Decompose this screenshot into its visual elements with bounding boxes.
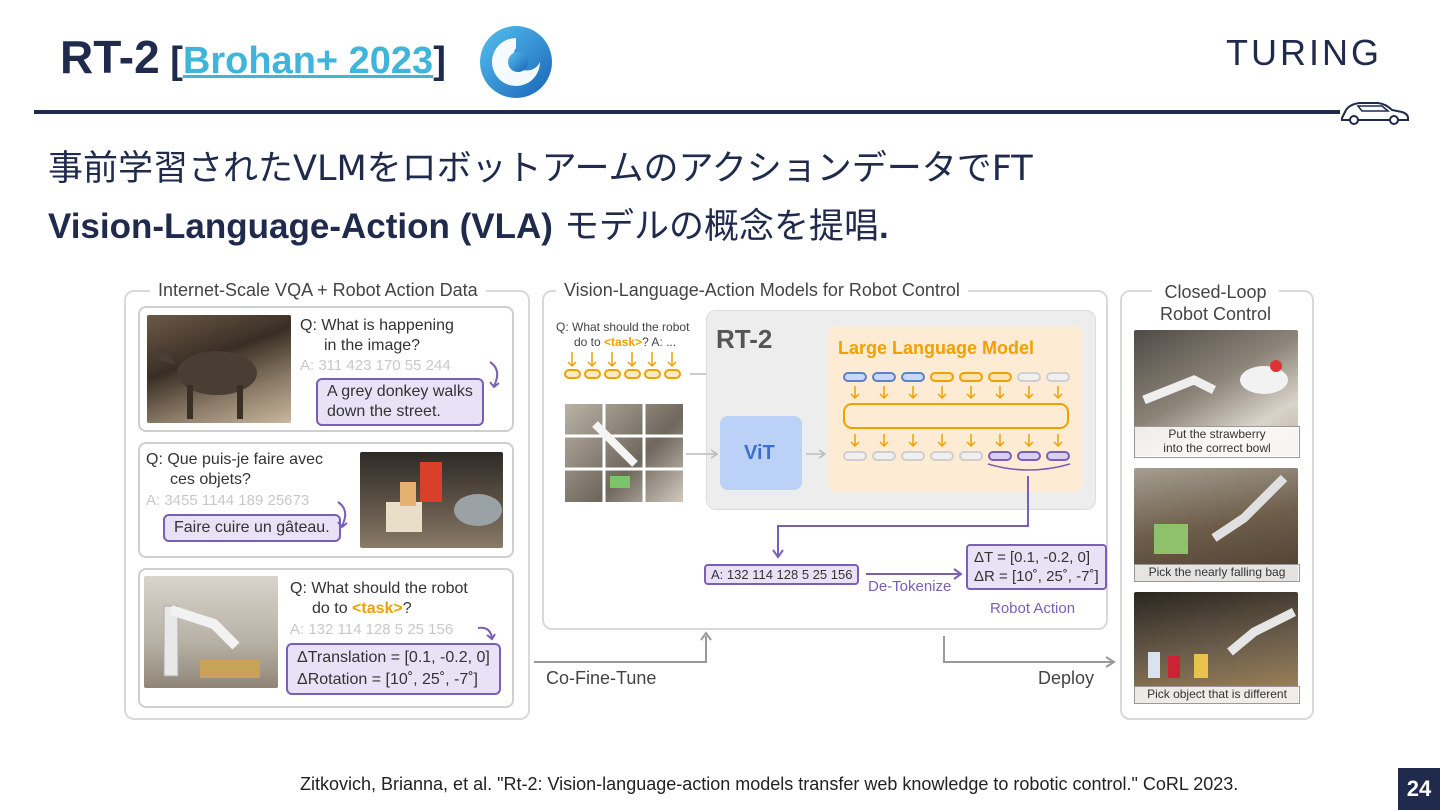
- vit-box: [720, 416, 802, 490]
- line2-rest: モデルの概念を提唱: [552, 207, 880, 247]
- prompt-pre: do to: [574, 335, 605, 349]
- q-french-2: ces objets?: [170, 471, 251, 488]
- openai-style-logo-icon: [480, 26, 552, 98]
- answer-bubble-1: A grey donkey walks down the street.: [316, 378, 484, 426]
- caption-different: Pick object that is different: [1134, 686, 1300, 704]
- bubble3-line2: ΔRotation = [10˚, 25˚, -7˚]: [297, 671, 478, 688]
- right-title-2: Robot Control: [1160, 304, 1272, 324]
- vla-term: Vision-Language-Action (VLA): [48, 207, 553, 246]
- slide-title: RT-2 [Brohan+ 2023]: [60, 30, 446, 84]
- line2-end: .: [879, 207, 889, 246]
- bullet-line-2: Vision-Language-Action (VLA) モデルの概念を提唱.: [48, 198, 889, 249]
- reference: [Brohan+ 2023]: [160, 40, 446, 82]
- page-number: 24: [1398, 768, 1440, 810]
- middle-panel-title: Vision-Language-Action Models for Robot …: [556, 280, 968, 301]
- vit-label: ViT: [744, 442, 775, 464]
- q-english-1: Q: What is happening: [300, 317, 454, 334]
- flow-arrows: [534, 631, 1116, 668]
- citation: Zitkovich, Brianna, et al. "Rt-2: Vision…: [300, 774, 1239, 794]
- task-token: <task>: [352, 600, 403, 617]
- prompt-line-1: Q: What should the robot: [556, 320, 690, 334]
- turing-logo: TURING: [1226, 32, 1382, 73]
- right-title-1: Closed-Loop: [1164, 282, 1267, 302]
- answer-bubble-3: ΔTranslation = [0.1, -0.2, 0] ΔRotation =…: [286, 643, 501, 695]
- action-rotation: ΔR = [10˚, 25˚, -7˚]: [974, 568, 1099, 585]
- answer-bubble-2: Faire cuire un gâteau.: [163, 514, 341, 542]
- answer-tokens-2: A: 3455 1144 189 25673: [146, 492, 310, 509]
- action-tokens: A: 132 114 128 5 25 156: [704, 564, 860, 585]
- detokenize-label: De-Tokenize: [868, 578, 952, 595]
- reference-link[interactable]: Brohan+ 2023: [182, 40, 434, 82]
- answer-tokens-3: A: 132 114 128 5 25 156: [290, 621, 454, 638]
- title-text: RT-2: [60, 31, 160, 83]
- deploy-label: Deploy: [1038, 668, 1095, 688]
- q-robot-2: do to <task>?: [312, 599, 412, 619]
- action-translation: ΔT = [0.1, -0.2, 0]: [974, 549, 1091, 566]
- q-robot-pre: do to: [312, 600, 353, 617]
- caption-1a: Put the strawberry: [1168, 427, 1266, 441]
- answer-tokens-1: A: 311 423 170 55 244: [300, 357, 451, 374]
- q-robot-post: ?: [402, 600, 412, 617]
- curve-arrow-icon: [477, 626, 496, 641]
- prompt-line-2: do to <task>? A: ...: [574, 335, 676, 349]
- bullet-line-1: 事前学習されたVLMをロボットアームのアクションデータでFT: [48, 149, 1033, 189]
- prompt-post: ? A: ...: [642, 335, 677, 349]
- donkey-photo: [147, 315, 291, 423]
- header-rule: [34, 110, 1340, 114]
- robot-action-label: Robot Action: [990, 600, 1076, 617]
- pick-different-photo: [1134, 592, 1298, 704]
- cofinetune-label: Co-Fine-Tune: [546, 668, 657, 688]
- rt2-label: RT-2: [716, 324, 773, 354]
- ref-open: [: [159, 40, 183, 82]
- bubble1-line2: down the street.: [327, 403, 441, 420]
- falling-bag-photo: [1134, 468, 1298, 582]
- caption-1b: into the correct bowl: [1163, 441, 1271, 455]
- q-english-2: in the image?: [324, 337, 421, 354]
- caption-bag: Pick the nearly falling bag: [1134, 564, 1300, 582]
- image-patches: [565, 404, 683, 502]
- car-icon: [1341, 102, 1409, 125]
- q-french-1: Q: Que puis-je faire avec: [146, 451, 323, 468]
- bubble3-line1: ΔTranslation = [0.1, -0.2, 0]: [297, 649, 490, 666]
- prompt-task-token: <task>: [604, 335, 643, 349]
- llm-tokens-graphic: [843, 372, 1071, 471]
- bubble1-line1: A grey donkey walks: [327, 383, 473, 400]
- q-robot-1: Q: What should the robot: [290, 580, 468, 597]
- robot-photo: [144, 576, 278, 688]
- kitchen-photo: [360, 452, 503, 548]
- left-panel-title: Internet-Scale VQA + Robot Action Data: [150, 280, 486, 301]
- robot-action-box: ΔT = [0.1, -0.2, 0] ΔR = [10˚, 25˚, -7˚]: [966, 544, 1107, 590]
- curve-arrow-icon: [337, 501, 348, 529]
- curve-arrow-icon: [489, 361, 500, 389]
- middle-arrows: [686, 449, 1029, 580]
- llm-label: Large Language Model: [838, 338, 1035, 358]
- ref-close: ]: [433, 40, 446, 82]
